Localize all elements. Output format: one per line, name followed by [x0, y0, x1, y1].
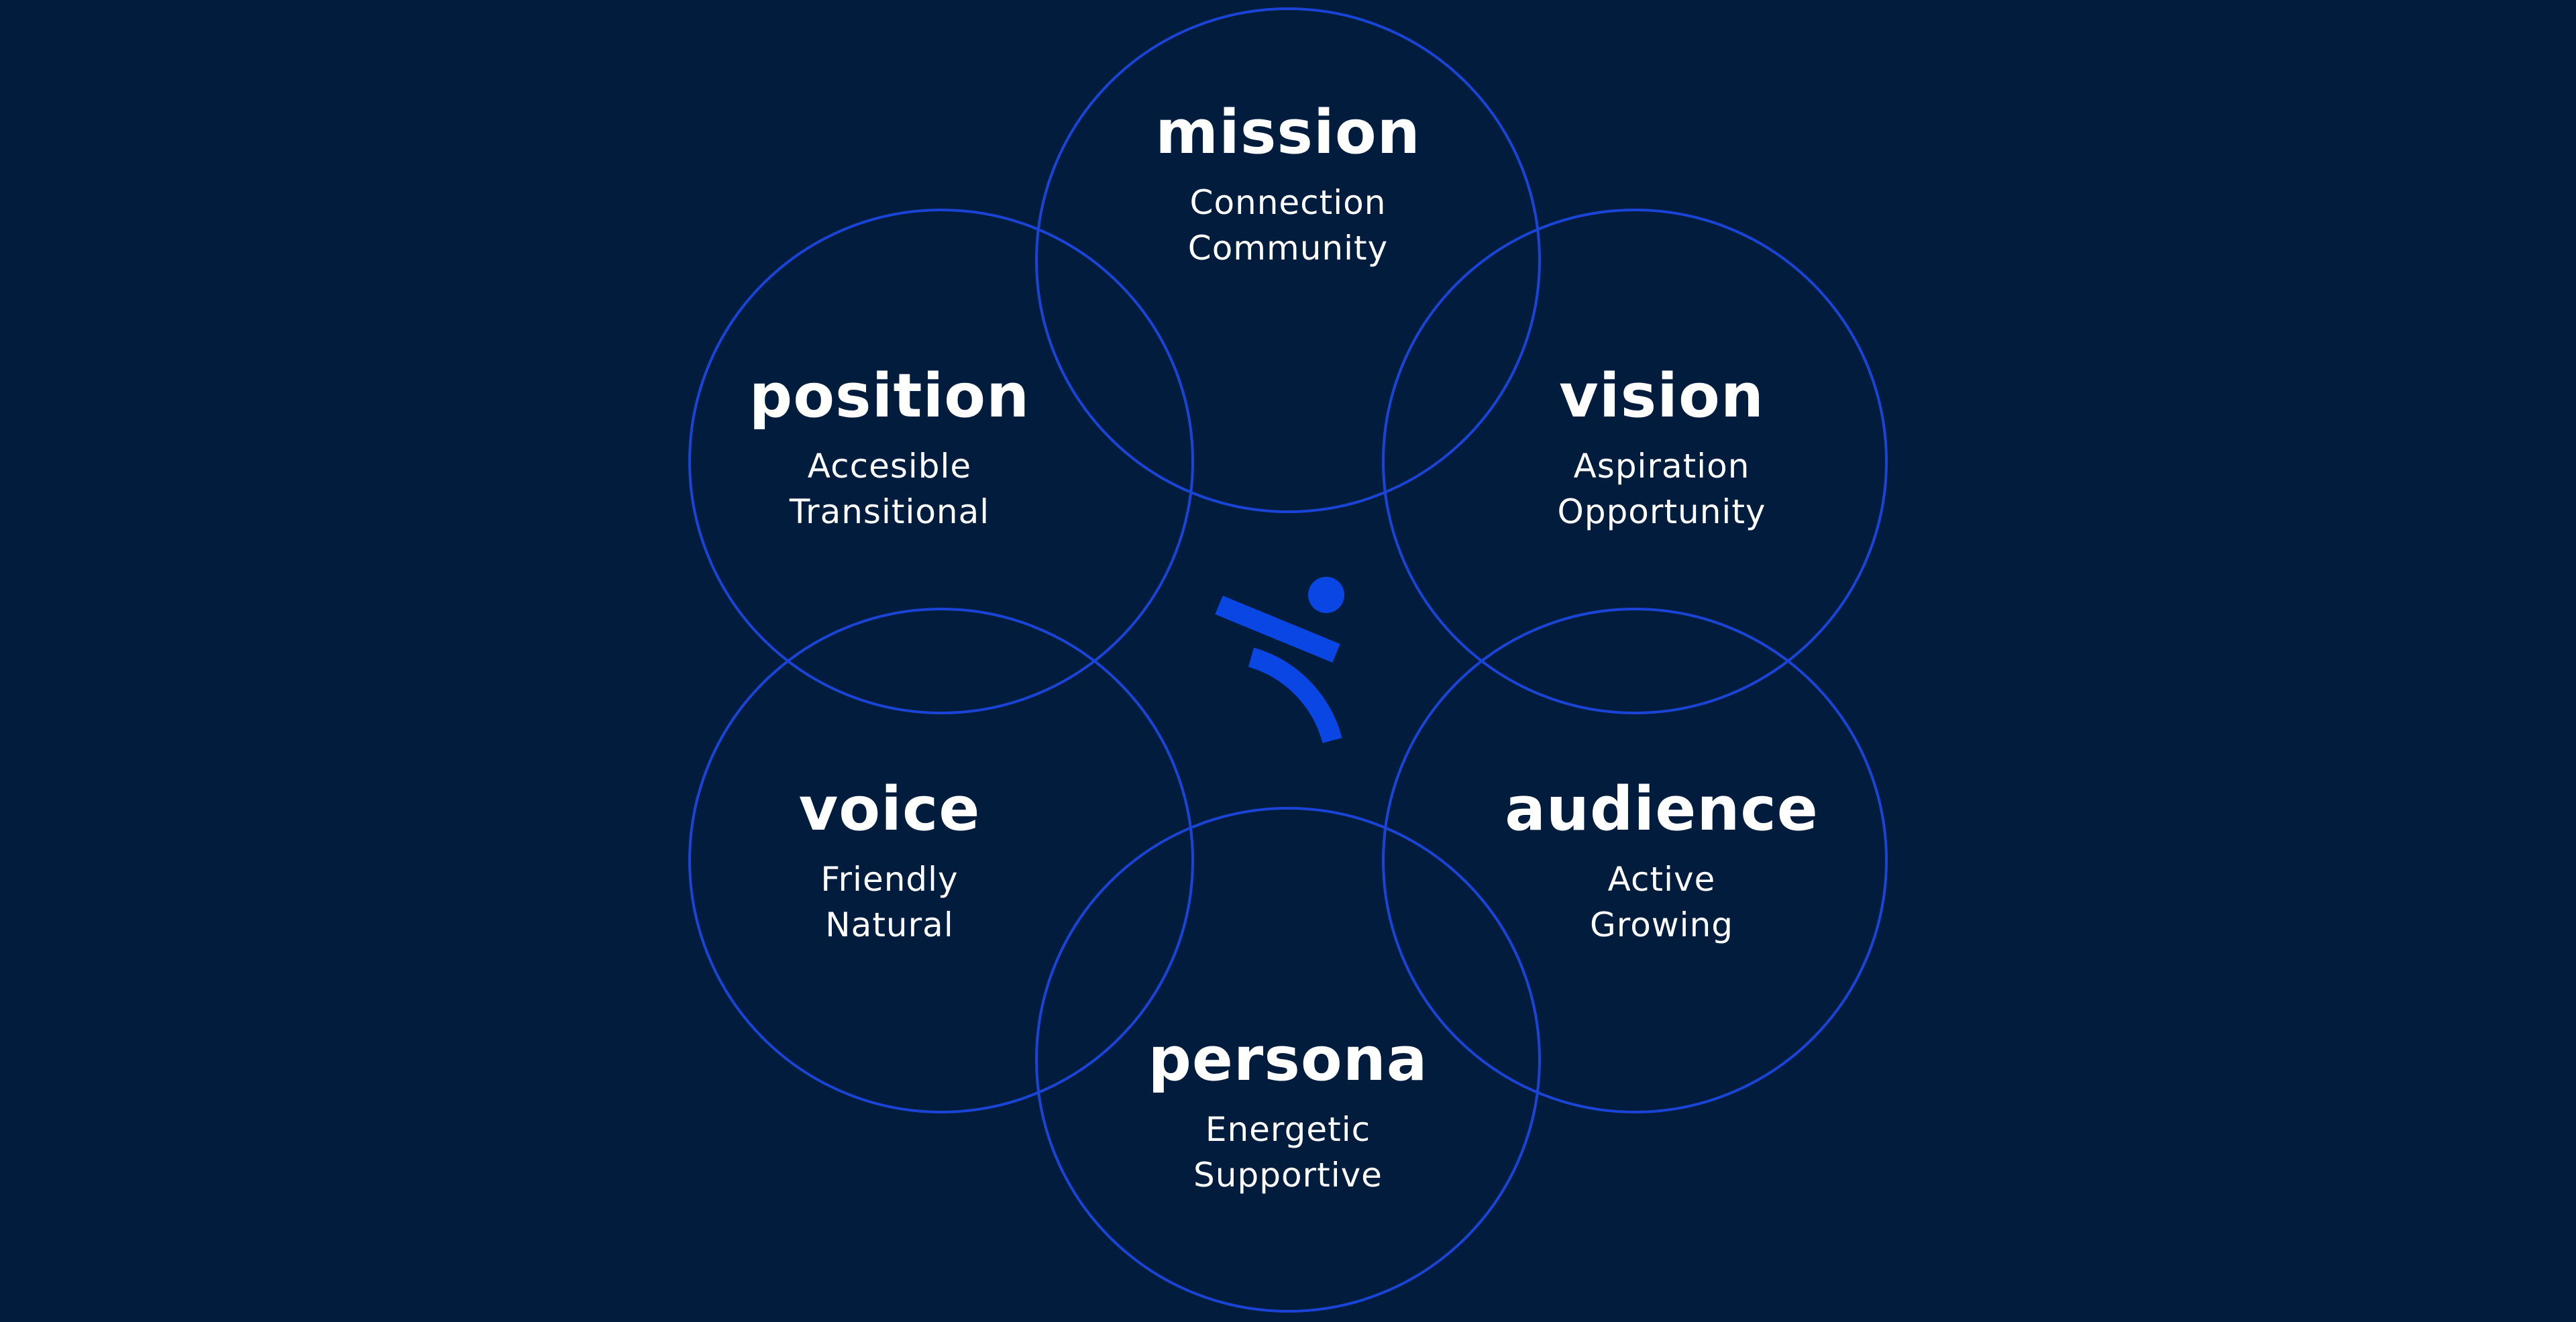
node-keyword: Community: [1187, 229, 1389, 268]
node-keyword: Energetic: [1205, 1110, 1371, 1149]
logo-dot: [1308, 577, 1344, 613]
node-audience: audience Active Growing: [1427, 776, 1896, 948]
logo-arc: [1248, 647, 1342, 744]
node-keyword: Connection: [1189, 183, 1387, 222]
ring-audience: [1382, 608, 1888, 1113]
node-keyword: Opportunity: [1557, 492, 1766, 531]
ring-persona: [1035, 807, 1541, 1313]
node-title: voice: [798, 774, 981, 844]
logo-bar: [1215, 596, 1340, 663]
node-mission: mission Connection Community: [1053, 99, 1523, 271]
node-keyword: Accesible: [807, 447, 972, 486]
node-keyword: Supportive: [1193, 1156, 1383, 1195]
node-persona: persona Energetic Supportive: [1053, 1026, 1523, 1198]
node-voice: voice Friendly Natural: [655, 776, 1124, 948]
node-keyword: Natural: [825, 905, 954, 944]
node-title: vision: [1559, 361, 1764, 431]
node-title: persona: [1148, 1024, 1428, 1095]
ring-voice: [688, 608, 1194, 1113]
brand-mark-icon: [1215, 577, 1344, 744]
ring-vision: [1382, 209, 1888, 714]
node-position: position Accesible Transitional: [655, 363, 1124, 535]
node-keyword: Growing: [1589, 905, 1733, 944]
node-vision: vision Aspiration Opportunity: [1427, 363, 1896, 535]
node-keyword: Aspiration: [1573, 447, 1750, 486]
ring-mission: [1035, 7, 1541, 513]
node-keyword: Transitional: [789, 492, 990, 531]
node-title: audience: [1505, 774, 1819, 844]
node-title: position: [749, 361, 1030, 431]
node-keyword: Friendly: [820, 860, 959, 899]
node-keyword: Active: [1607, 860, 1716, 899]
node-title: mission: [1155, 97, 1421, 168]
ring-position: [688, 209, 1194, 714]
